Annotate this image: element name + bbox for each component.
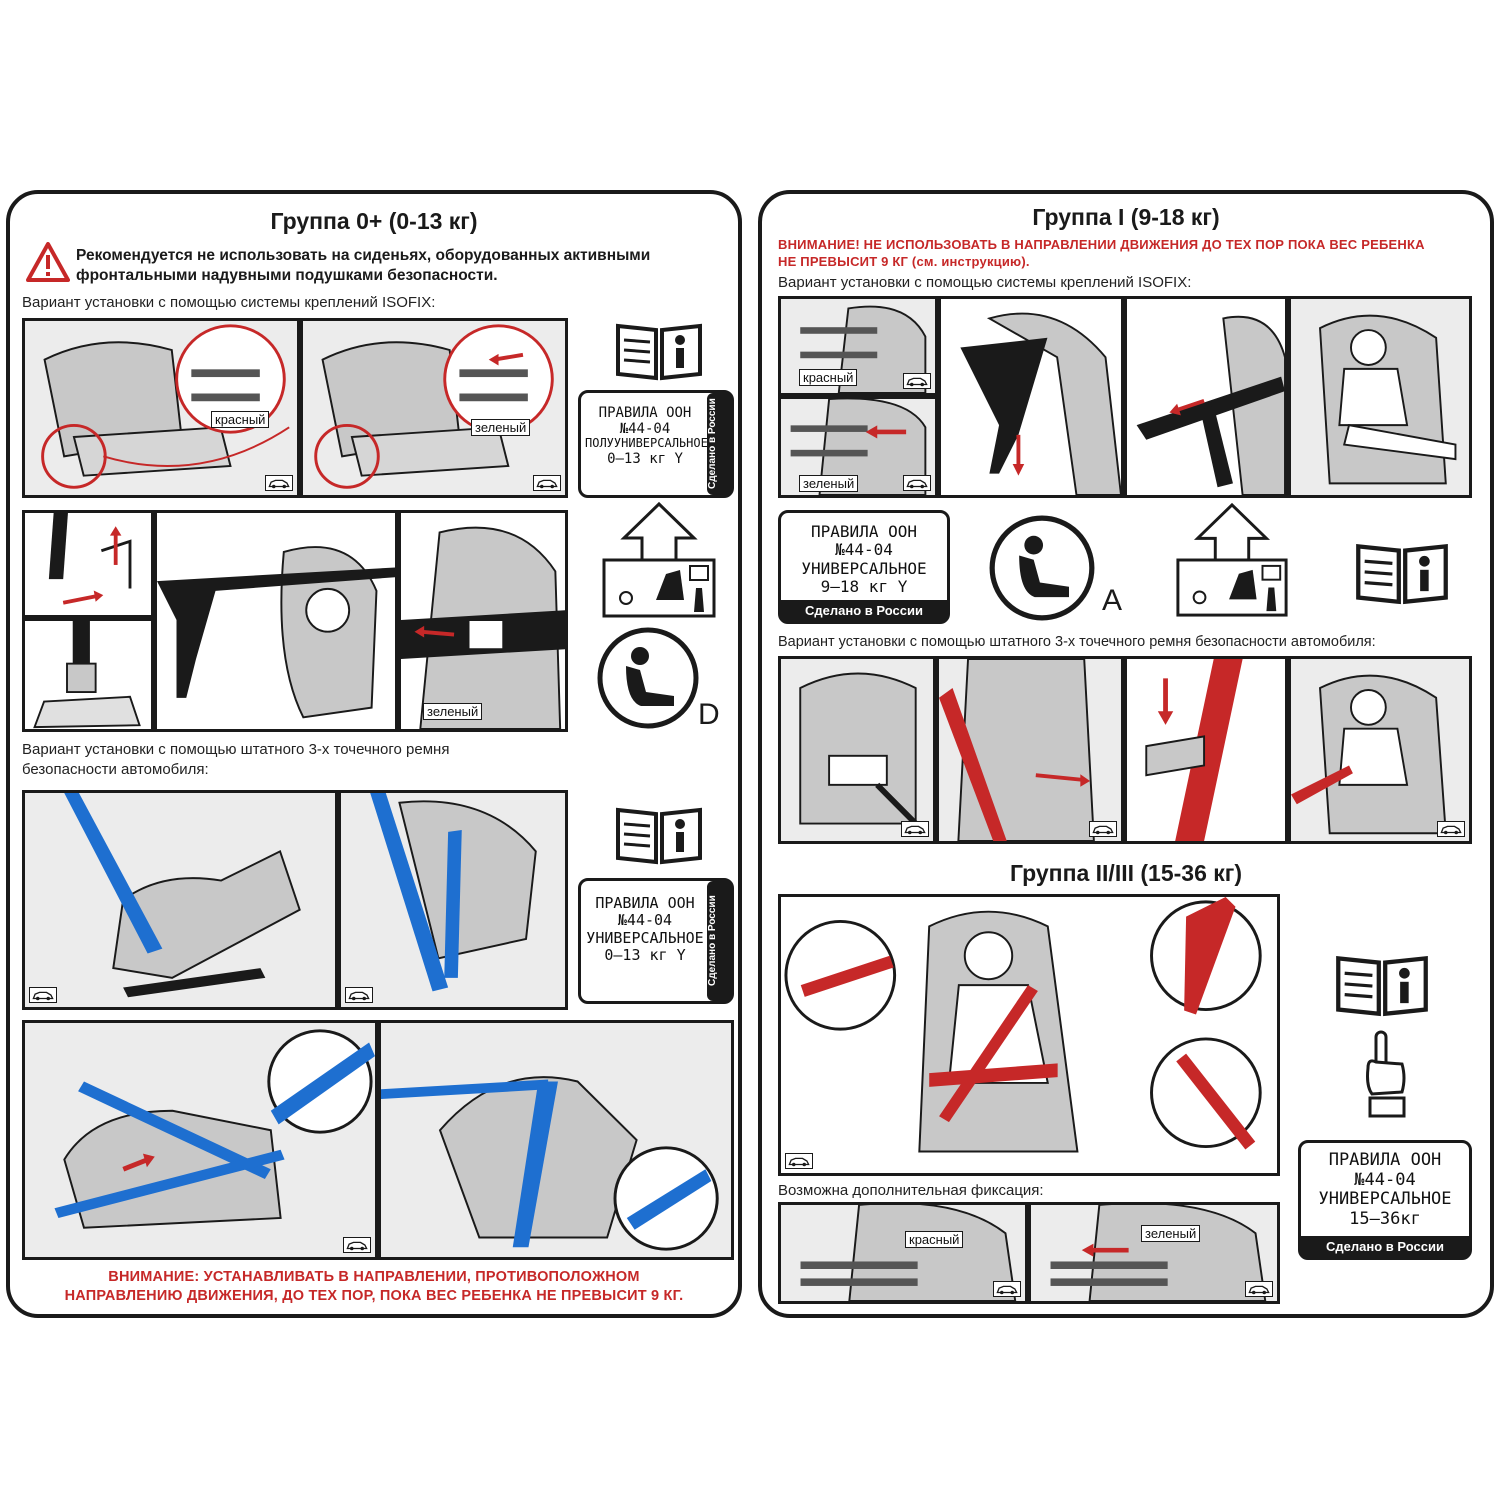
car-small-icon [29,987,57,1003]
booster-belt-routing-illustration [778,894,1280,1176]
green-indicator-label: зеленый [471,419,531,436]
un-approval-label-group-1: ПРАВИЛА ООН №44-04 УНИВЕРСАЛЬНОЕ 9–18 кг… [778,510,950,624]
isofix-size-class-d: D [698,698,720,731]
un-approval-label-universal: ПРАВИЛА ООН №44-04 УНИВЕРСАЛЬНОЕ 0–13 кг… [578,878,734,1004]
pointing-hand-icon [1358,1028,1410,1120]
rear-facing-belt-step-1-illustration [22,1020,378,1260]
manual-book-icon [1334,950,1430,1020]
child-in-seat-belted-illustration [1288,656,1472,844]
top-tether-tighten-illustration [1124,296,1288,498]
extra-fixation-red-illustration: красный [778,1202,1028,1304]
top-tether-strap-illustration [938,296,1124,498]
child-seat-icon [988,514,1096,622]
group-1-title: Группа I (9-18 кг) [1032,204,1220,230]
isofix-green-indicator-illustration: зеленый [778,396,938,498]
manual-book-icon [614,804,704,866]
left-panel-group-0plus: Группа 0+ (0-13 кг) Рекомендуется не исп… [6,190,742,1318]
child-in-seat-harness-illustration [1288,296,1472,498]
extra-fixation-green-illustration: зеленый [1028,1202,1280,1304]
car-small-icon [1245,1281,1273,1297]
manual-book-icon [1354,538,1450,608]
warning-triangle-icon [26,242,70,282]
isofix-size-class-a: A [1102,584,1123,617]
belt-install-label: Вариант установки с помощью штатного 3-х… [778,634,1376,650]
un-approval-label-group-2-3: ПРАВИЛА ООН №44-04 УНИВЕРСАЛЬНОЕ 15–36кг… [1298,1140,1472,1260]
car-small-icon [343,1237,371,1253]
car-small-icon [265,475,293,491]
car-small-icon [533,475,561,491]
green-indicator-label: зеленый [1141,1225,1201,1242]
rear-facing-warning: ВНИМАНИЕ: УСТАНАВЛИВАТЬ В НАПРАВЛЕНИИ, П… [64,1269,684,1305]
isofix-red-indicator-illustration: красный [778,296,938,396]
isofix-step-1-illustration: красный [22,318,300,498]
airbag-warning: Рекомендуется не использовать на сиденья… [76,247,651,285]
belt-install-step-1-illustration [22,790,338,1010]
isofix-instruction-icon [598,500,720,620]
isofix-install-label: Вариант установки с помощью системы креп… [22,294,436,311]
isofix-install-label: Вариант установки с помощью системы креп… [778,274,1192,291]
red-indicator-label: красный [905,1231,964,1248]
group-2-3-title: Группа II/III (15-36 кг) [1009,860,1243,886]
car-small-icon [993,1281,1021,1297]
car-small-icon [901,821,929,837]
belt-group1-step-3-illustration [1124,656,1288,844]
top-tether-anchor-illustration [22,618,154,732]
isofix-instruction-icon [1172,500,1292,620]
car-small-icon [345,987,373,1003]
top-tether-strap-over-seat-illustration [154,510,398,732]
car-small-icon [785,1153,813,1169]
right-panel-group-1-2-3: Группа I (9-18 кг) ВНИМАНИЕ! НЕ ИСПОЛЬЗО… [758,190,1494,1318]
manual-book-icon [614,320,704,382]
car-small-icon [903,475,931,491]
belt-install-step-2-illustration [338,790,568,1010]
car-small-icon [903,373,931,389]
child-seat-icon [596,626,700,730]
green-indicator-label: зеленый [423,703,483,720]
belt-group1-step-2-illustration [936,656,1124,844]
extra-fixation-label: Возможна дополнительная фиксация: [778,1182,1044,1199]
green-indicator-label: зеленый [799,475,859,492]
group-0plus-title: Группа 0+ (0-13 кг) [270,208,478,234]
red-indicator-label: красный [799,369,858,386]
car-small-icon [1437,821,1465,837]
top-tether-hook-illustration [22,510,154,618]
red-indicator-label: красный [211,411,270,428]
forward-facing-warning: ВНИМАНИЕ! НЕ ИСПОЛЬЗОВАТЬ В НАПРАВЛЕНИИ … [778,237,1425,270]
belt-group1-step-1-illustration [778,656,936,844]
un-approval-label-semi-universal: ПРАВИЛА ООН №44-04 ПОЛУУНИВЕРСАЛЬНОЕ 0–1… [578,390,734,498]
isofix-step-2-illustration: зеленый [300,318,568,498]
top-tether-green-indicator-illustration: зеленый [398,510,568,732]
rear-facing-belt-step-2-illustration [378,1020,734,1260]
belt-install-label: Вариант установки с помощью штатного 3-х… [22,741,450,778]
car-small-icon [1089,821,1117,837]
